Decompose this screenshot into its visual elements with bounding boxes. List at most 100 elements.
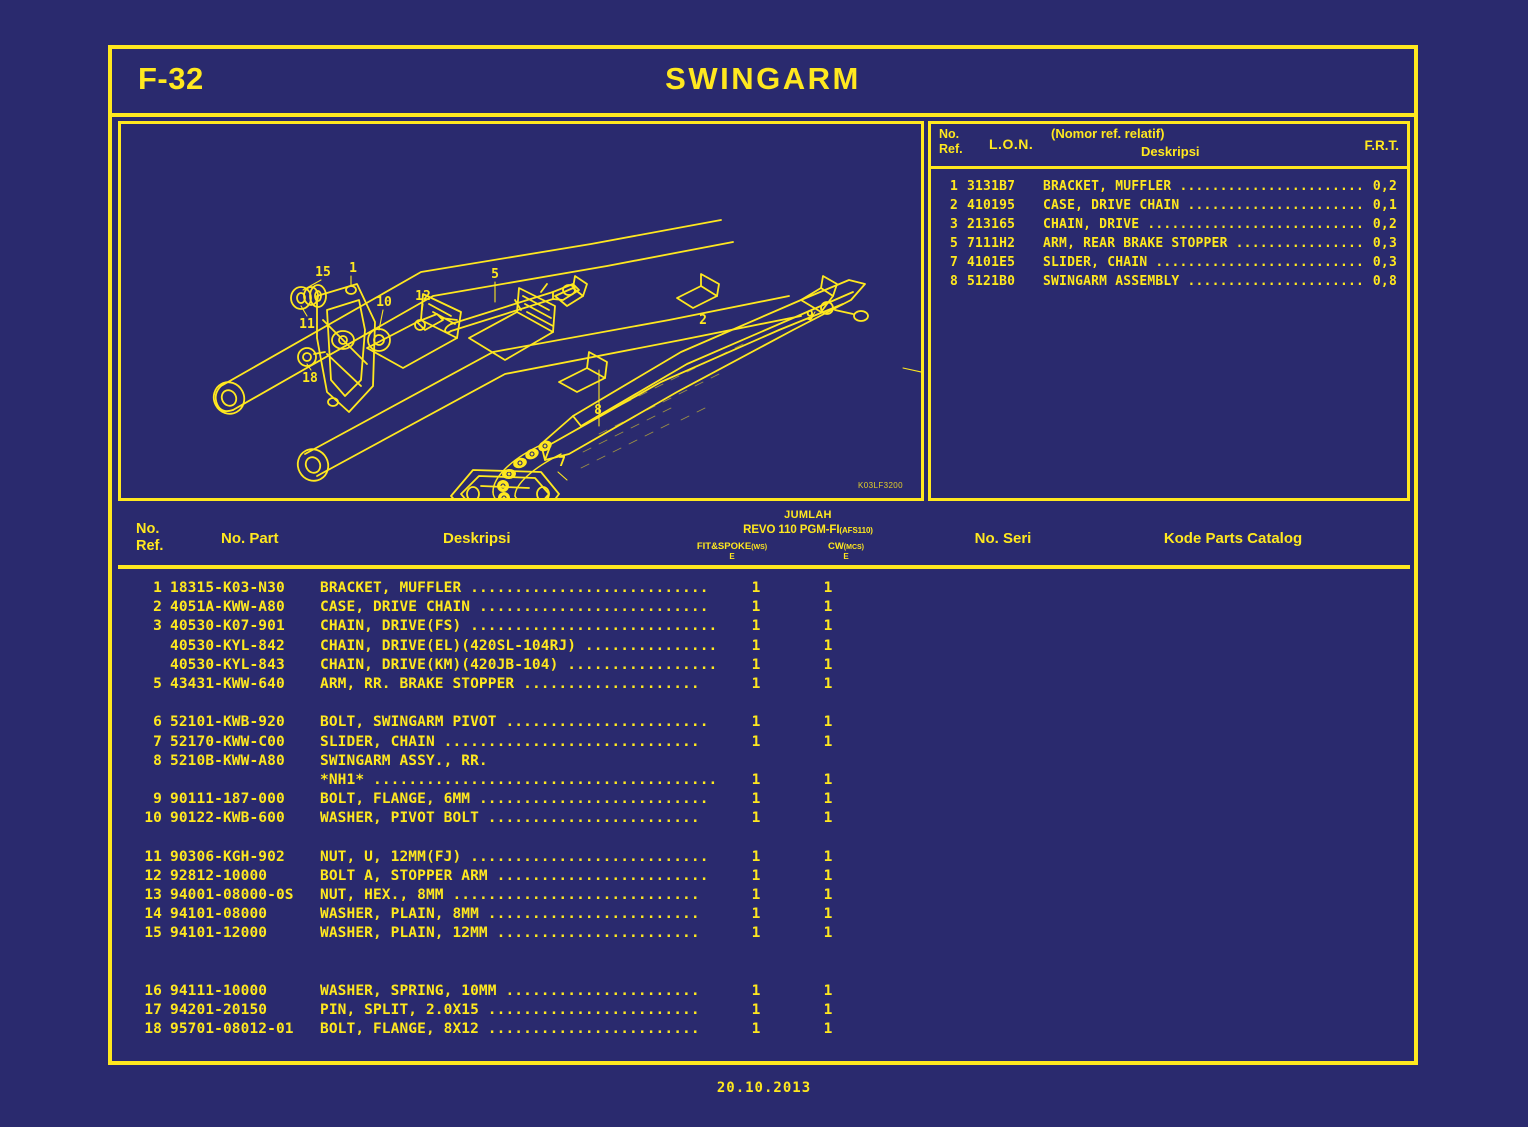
part-row-no: 1 — [153, 580, 162, 596]
col-header-no: No. — [136, 521, 160, 537]
part-row-qty-fit-spoke: 1 — [751, 733, 761, 750]
parts-list-header: No. Ref. No. Part Deskripsi JUMLAH REVO … — [118, 507, 1410, 569]
lon-row-no: 7 — [949, 255, 959, 270]
part-row-desc-text: *NH1* — [320, 771, 365, 788]
callout-1: 1 — [349, 261, 357, 276]
part-row-qty-fit-spoke: 1 — [751, 1002, 761, 1019]
part-row-qty-cw: 1 — [823, 599, 833, 616]
parts-list-spacer — [118, 694, 1410, 713]
lon-row-leader-dots: .......................... — [1187, 274, 1364, 289]
col-header-deskripsi: Deskripsi — [443, 530, 511, 547]
callout-10: 10 — [376, 295, 392, 310]
part-row-qty-fit-spoke: 1 — [751, 867, 761, 884]
part-row-leader-dots: ........................ — [487, 906, 700, 923]
lon-row-frt: 0,3 — [1372, 255, 1397, 270]
lon-row-frt: 0,2 — [1372, 179, 1397, 194]
part-row-qty-fit-spoke: 1 — [751, 1021, 761, 1038]
drawing-code: K03LF3200 — [858, 481, 903, 490]
parts-list-row: 40530-KYL-843 CHAIN, DRIVE(KM)(420JB-104)… — [118, 656, 1410, 675]
lon-row-no: 8 — [949, 274, 959, 289]
lon-row-lon: 213165 — [967, 217, 1016, 232]
part-row-qty-fit-spoke: 1 — [751, 982, 761, 999]
part-row-qty-fit-spoke: 1 — [751, 675, 761, 692]
part-row-description: BRACKET, MUFFLER .......................… — [320, 579, 720, 598]
col-b-code: (MCS) — [843, 544, 865, 551]
lon-row-leader-dots: ............................ — [1179, 179, 1363, 194]
part-row-part-number: 43431-KWW-640 — [170, 675, 285, 692]
part-row-description: NUT, U, 12MM(FJ) .......................… — [320, 848, 720, 867]
part-row-description: CASE, DRIVE CHAIN ......................… — [320, 598, 720, 617]
part-row-no: 11 — [144, 848, 162, 865]
col-header-fit-spoke-sub: E — [729, 552, 735, 561]
col-header-cw-sub: E — [843, 552, 849, 561]
part-row-qty-cw: 1 — [823, 580, 833, 596]
part-row-qty-cw: 1 — [823, 982, 833, 999]
part-row-description: CHAIN, DRIVE(EL)(420SL-104RJ) ..........… — [320, 637, 720, 656]
lon-header-no-ref: No. Ref. — [939, 127, 963, 157]
part-row-qty-cw: 1 — [823, 771, 833, 788]
part-row-no: 10 — [144, 810, 162, 827]
lon-row-desc: CHAIN, DRIVE ...........................… — [1043, 215, 1363, 234]
lon-row-lon: 410195 — [967, 198, 1016, 213]
part-row-leader-dots: .......................... — [478, 599, 709, 616]
lon-row-lon: 3131B7 — [967, 179, 1016, 194]
part-row-part-number: 40530-KYL-843 — [170, 656, 285, 673]
part-row-qty-fit-spoke: 1 — [751, 580, 761, 596]
callout-5: 5 — [491, 267, 499, 282]
part-row-leader-dots: ............................ — [470, 618, 718, 635]
part-row-leader-dots: ........................... — [470, 848, 709, 865]
lon-row-desc-text: BRACKET, MUFFLER — [1043, 179, 1172, 194]
lon-row-leader-dots: ..................... — [1235, 236, 1363, 251]
model-name: REVO 110 PGM-FI — [743, 524, 840, 536]
part-row-qty-fit-spoke: 1 — [751, 906, 761, 923]
part-row-description: *NH1* ..................................… — [320, 771, 720, 790]
part-row-qty-fit-spoke: 1 — [751, 810, 761, 827]
col-a-code: (WS) — [751, 544, 768, 551]
lon-header-ref: Ref. — [939, 142, 963, 156]
part-row-part-number: 94101-12000 — [170, 925, 268, 942]
part-row-description: CHAIN, DRIVE(FS) .......................… — [320, 617, 720, 636]
part-row-desc-text: CHAIN, DRIVE(KM)(420JB-104) — [320, 656, 559, 673]
lon-header-frt: F.R.T. — [1364, 138, 1399, 153]
part-row-desc-text: CASE, DRIVE CHAIN — [320, 599, 471, 616]
col-header-cw: CW(MCS) — [798, 541, 894, 552]
part-row-qty-cw: 1 — [823, 656, 833, 673]
col-header-no-part: No. Part — [221, 530, 279, 547]
part-row-description: SLIDER, CHAIN ..........................… — [320, 733, 720, 752]
part-row-desc-text: WASHER, PLAIN, 8MM — [320, 906, 479, 923]
part-row-qty-fit-spoke: 1 — [751, 618, 761, 635]
lon-row-lon: 5121B0 — [967, 274, 1016, 289]
callout-12: 12 — [415, 289, 431, 304]
lon-row-frt: 0,8 — [1372, 274, 1397, 289]
part-row-description: WASHER, SPRING, 10MM ...................… — [320, 982, 720, 1001]
col-header-kode-parts-catalog: Kode Parts Catalog — [1163, 530, 1303, 547]
lon-row-frt: 0,1 — [1372, 198, 1397, 213]
col-header-model: REVO 110 PGM-FI(AFS110) — [663, 524, 953, 536]
title-band: F-32 SWINGARM — [112, 49, 1414, 117]
part-row-qty-cw: 1 — [823, 733, 833, 750]
part-row-qty-fit-spoke: 1 — [751, 656, 761, 673]
part-row-leader-dots: ............................ — [452, 887, 700, 903]
part-row-leader-dots: ....................... — [505, 714, 709, 731]
part-row-leader-dots: ........................ — [487, 1002, 700, 1019]
part-row-no: 12 — [144, 867, 162, 884]
part-row-no: 14 — [144, 906, 162, 923]
part-row-desc-text: ARM, RR. BRAKE STOPPER — [320, 675, 515, 692]
part-row-qty-cw: 1 — [823, 1002, 833, 1019]
callout-15: 15 — [315, 265, 331, 280]
part-row-no: 5 — [153, 675, 162, 692]
lon-row-leader-dots: ................................ — [1147, 217, 1363, 232]
part-row-qty-cw: 1 — [823, 714, 833, 731]
